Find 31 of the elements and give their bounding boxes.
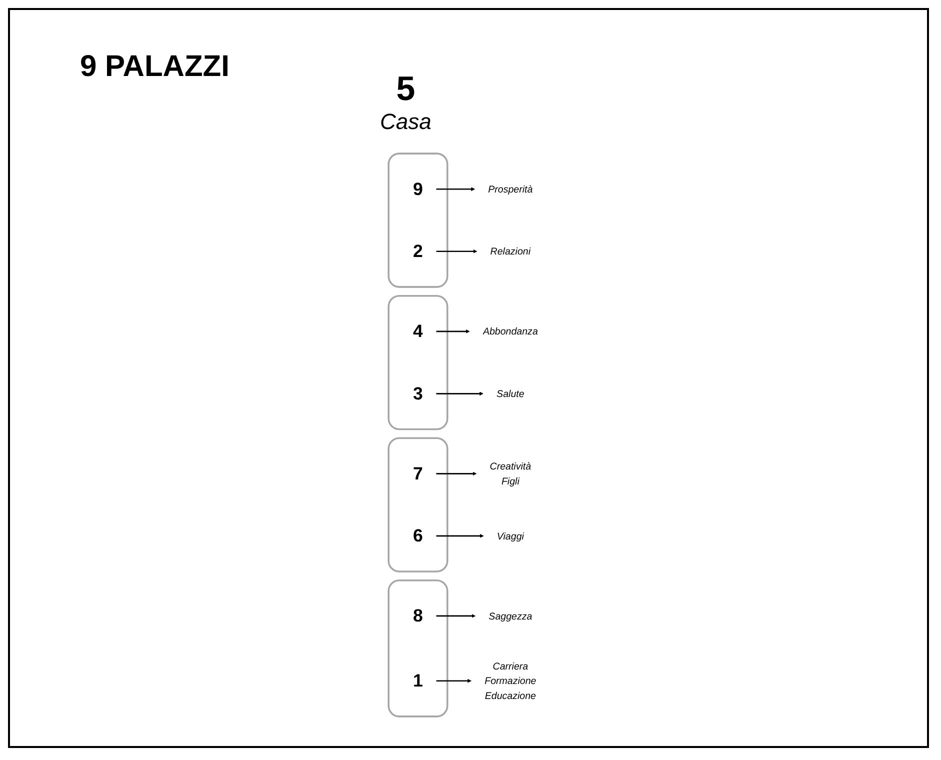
node-text: 8 <box>413 606 424 626</box>
node-text: Saggezza <box>488 610 532 622</box>
node-text: 6 <box>413 526 424 546</box>
node-text: 4 <box>413 322 424 342</box>
node-text: 7 <box>413 464 424 484</box>
title: 9 PALAZZI <box>80 50 230 84</box>
palace-label: Casa <box>380 109 432 135</box>
arrow <box>436 534 484 538</box>
node-text: 9 <box>413 179 424 199</box>
arrow <box>436 678 472 683</box>
node-text: Relazioni <box>490 246 531 257</box>
node-text: Viaggi <box>497 530 524 542</box>
arrow <box>436 329 470 334</box>
cluster <box>388 580 448 718</box>
node-text: 3 <box>413 384 424 404</box>
cluster <box>388 152 448 288</box>
node-text: 1 <box>413 671 424 691</box>
arrow <box>436 249 478 254</box>
arrow <box>436 614 476 618</box>
node-text: Abbondanza <box>483 326 538 337</box>
arrow <box>436 472 477 476</box>
node-text: Prosperità <box>488 184 533 195</box>
arrow <box>436 392 484 396</box>
palace-number: 5 <box>395 70 416 109</box>
arrow <box>436 187 476 192</box>
node-text: 2 <box>413 242 424 262</box>
cluster <box>388 437 448 572</box>
cluster <box>388 294 448 430</box>
node-text: Creatività Figli <box>490 460 532 487</box>
node-text: Salute <box>496 388 524 400</box>
node-text: Carriera Formazione Educazione <box>484 660 536 702</box>
